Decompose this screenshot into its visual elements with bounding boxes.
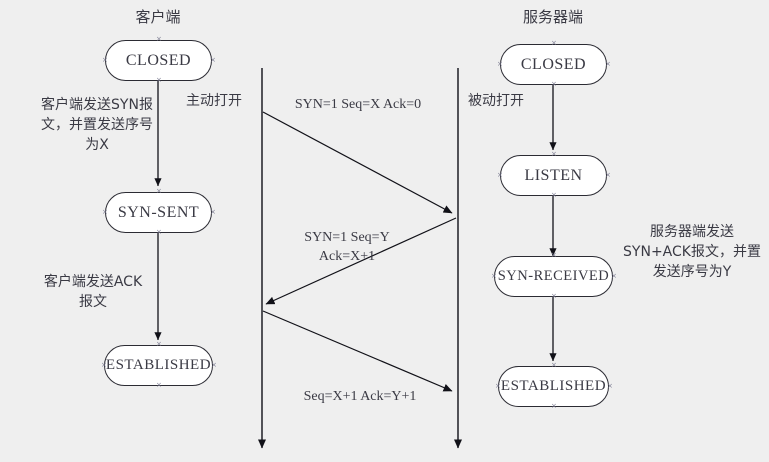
- note-server-send-syn-ack-line2: SYN+ACK报文，并置: [623, 244, 761, 260]
- handle-client-established-bottom[interactable]: ×: [156, 381, 162, 389]
- handle-client-closed-left[interactable]: ×: [102, 56, 108, 64]
- server-state-listen[interactable]: LISTEN: [500, 155, 607, 196]
- message-label-syn-ack-line1: SYN=1 Seq=Y: [304, 230, 390, 245]
- server-state-closed[interactable]: CLOSED: [500, 44, 607, 85]
- handle-server-established-bottom[interactable]: ×: [551, 402, 557, 410]
- handle-server-synreceived-right[interactable]: ×: [611, 272, 617, 280]
- note-client-send-ack-line1: 客户端发送ACK: [43, 274, 143, 290]
- server-state-established[interactable]: ESTABLISHED: [498, 366, 609, 407]
- note-client-send-syn-line3: 为X: [85, 137, 109, 153]
- client-active-open-label: 主动打开: [186, 93, 242, 109]
- note-client-send-syn: 客户端发送SYN报 文，并置发送序号 为X: [2, 95, 192, 155]
- handle-client-established-left[interactable]: ×: [101, 361, 107, 369]
- note-client-send-ack: 客户端发送ACK 报文: [2, 272, 184, 312]
- handle-server-closed-top[interactable]: ×: [551, 39, 557, 47]
- handle-client-synsent-right[interactable]: ×: [210, 208, 216, 216]
- handle-client-established-top[interactable]: ×: [156, 340, 162, 348]
- handle-server-synreceived-left[interactable]: ×: [491, 272, 497, 280]
- handle-client-closed-right[interactable]: ×: [210, 56, 216, 64]
- handle-server-listen-bottom[interactable]: ×: [551, 191, 557, 199]
- note-server-send-syn-ack-line3: 发送序号为Y: [652, 264, 732, 280]
- note-server-send-syn-ack: 服务器端发送 SYN+ACK报文，并置 发送序号为Y: [616, 222, 768, 282]
- message-label-syn: SYN=1 Seq=X Ack=0: [278, 95, 438, 114]
- message-arrow-ack: [262, 310, 453, 392]
- client-column-title: 客户端: [135, 8, 181, 26]
- message-label-ack: Seq=X+1 Ack=Y+1: [280, 387, 440, 406]
- handle-server-established-right[interactable]: ×: [607, 382, 613, 390]
- handle-client-synsent-left[interactable]: ×: [102, 208, 108, 216]
- handle-server-closed-bottom[interactable]: ×: [551, 80, 557, 88]
- handle-server-listen-right[interactable]: ×: [605, 171, 611, 179]
- server-state-syn-received[interactable]: SYN-RECEIVED: [494, 256, 613, 297]
- message-label-syn-ack-line2: Ack=X+1: [318, 249, 376, 264]
- handle-server-synreceived-top[interactable]: ×: [551, 251, 557, 259]
- note-client-send-ack-line2: 报文: [79, 294, 107, 310]
- handle-client-synsent-bottom[interactable]: ×: [156, 228, 162, 236]
- handle-server-listen-left[interactable]: ×: [497, 171, 503, 179]
- handle-server-established-top[interactable]: ×: [551, 361, 557, 369]
- handle-client-synsent-top[interactable]: ×: [156, 187, 162, 195]
- note-server-send-syn-ack-line1: 服务器端发送: [650, 224, 734, 240]
- handle-server-closed-left[interactable]: ×: [497, 60, 503, 68]
- server-passive-open-label: 被动打开: [468, 93, 524, 109]
- handle-client-closed-top[interactable]: ×: [156, 35, 162, 43]
- message-label-syn-ack: SYN=1 Seq=Y Ack=X+1: [272, 228, 422, 266]
- message-label-syn-line1: SYN=1 Seq=X Ack=0: [294, 97, 422, 112]
- handle-client-established-right[interactable]: ×: [211, 361, 217, 369]
- message-label-ack-line1: Seq=X+1 Ack=Y+1: [303, 389, 417, 404]
- note-client-send-syn-line1: 客户端发送SYN报: [41, 97, 153, 113]
- client-state-closed[interactable]: CLOSED: [105, 40, 212, 81]
- handle-server-closed-right[interactable]: ×: [605, 60, 611, 68]
- client-state-syn-sent[interactable]: SYN-SENT: [105, 192, 212, 233]
- client-state-established[interactable]: ESTABLISHED: [104, 345, 213, 386]
- message-arrow-syn: [262, 111, 453, 214]
- handle-client-closed-bottom[interactable]: ×: [156, 76, 162, 84]
- handle-server-listen-top[interactable]: ×: [551, 150, 557, 158]
- server-column-title: 服务器端: [522, 8, 583, 26]
- handle-server-synreceived-bottom[interactable]: ×: [551, 292, 557, 300]
- handle-server-established-left[interactable]: ×: [495, 382, 501, 390]
- note-client-send-syn-line2: 文，并置发送序号: [41, 117, 153, 133]
